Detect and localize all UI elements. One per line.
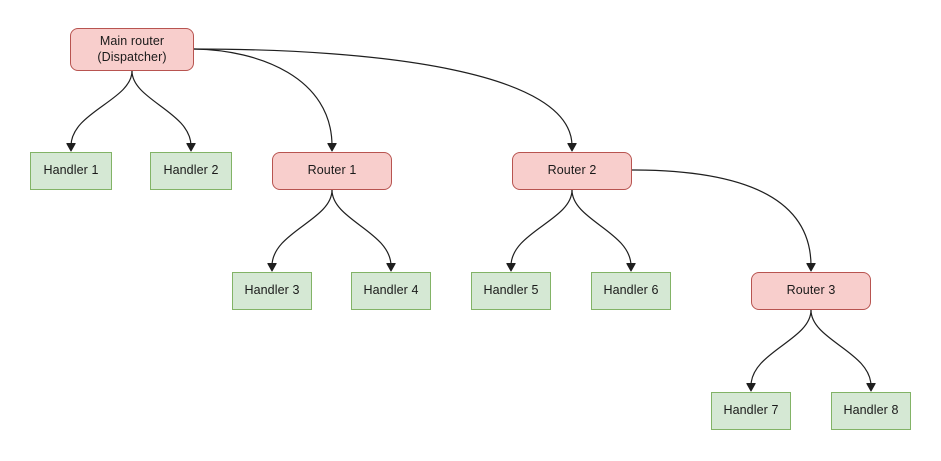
node-handler-2[interactable]: Handler 2 (150, 152, 232, 190)
node-label-router-3: Router 3 (786, 283, 836, 298)
node-label-handler-2: Handler 2 (163, 163, 219, 178)
arrow-handler-6-icon (626, 263, 636, 272)
node-handler-3[interactable]: Handler 3 (232, 272, 312, 310)
edge-router-2-to-router-3 (631, 169, 812, 267)
node-router-1[interactable]: Router 1 (272, 152, 392, 190)
edge-main-to-router-1 (193, 48, 333, 147)
arrow-handler-2-icon (186, 143, 196, 152)
arrow-handler-8-icon (866, 383, 876, 392)
arrow-router-2-icon (567, 143, 577, 152)
node-label-router-2: Router 2 (547, 163, 597, 178)
node-handler-6[interactable]: Handler 6 (591, 272, 671, 310)
node-handler-1[interactable]: Handler 1 (30, 152, 112, 190)
node-label-handler-1: Handler 1 (43, 163, 99, 178)
node-handler-7[interactable]: Handler 7 (711, 392, 791, 430)
edge-router-2-to-handler-5 (510, 189, 573, 267)
node-label-handler-8: Handler 8 (843, 403, 899, 418)
node-label-handler-3: Handler 3 (244, 283, 300, 298)
arrow-handler-3-icon (267, 263, 277, 272)
node-label-main-router: Main router (Dispatcher) (97, 33, 167, 64)
arrow-handler-4-icon (386, 263, 396, 272)
node-handler-4[interactable]: Handler 4 (351, 272, 431, 310)
node-label-router-1: Router 1 (307, 163, 357, 178)
node-handler-5[interactable]: Handler 5 (471, 272, 551, 310)
edge-main-to-handler-2 (131, 70, 192, 147)
node-router-3[interactable]: Router 3 (751, 272, 871, 310)
arrow-router-3-icon (806, 263, 816, 272)
edge-paths-group (70, 48, 872, 387)
arrow-handler-1-icon (66, 143, 76, 152)
edge-router-1-to-handler-3 (271, 189, 333, 267)
node-router-2[interactable]: Router 2 (512, 152, 632, 190)
edge-router-1-to-handler-4 (331, 189, 392, 267)
edge-router-2-to-handler-6 (571, 189, 632, 267)
node-handler-8[interactable]: Handler 8 (831, 392, 911, 430)
edge-router-3-to-handler-7 (750, 309, 812, 387)
arrow-handler-5-icon (506, 263, 516, 272)
node-label-handler-4: Handler 4 (363, 283, 419, 298)
arrow-handler-7-icon (746, 383, 756, 392)
node-label-handler-7: Handler 7 (723, 403, 779, 418)
edge-router-3-to-handler-8 (810, 309, 872, 387)
node-label-handler-6: Handler 6 (603, 283, 659, 298)
node-main-router[interactable]: Main router (Dispatcher) (70, 28, 194, 71)
edge-main-to-router-2 (193, 48, 573, 147)
edge-main-to-handler-1 (70, 70, 133, 147)
arrow-router-1-icon (327, 143, 337, 152)
node-label-handler-5: Handler 5 (483, 283, 539, 298)
